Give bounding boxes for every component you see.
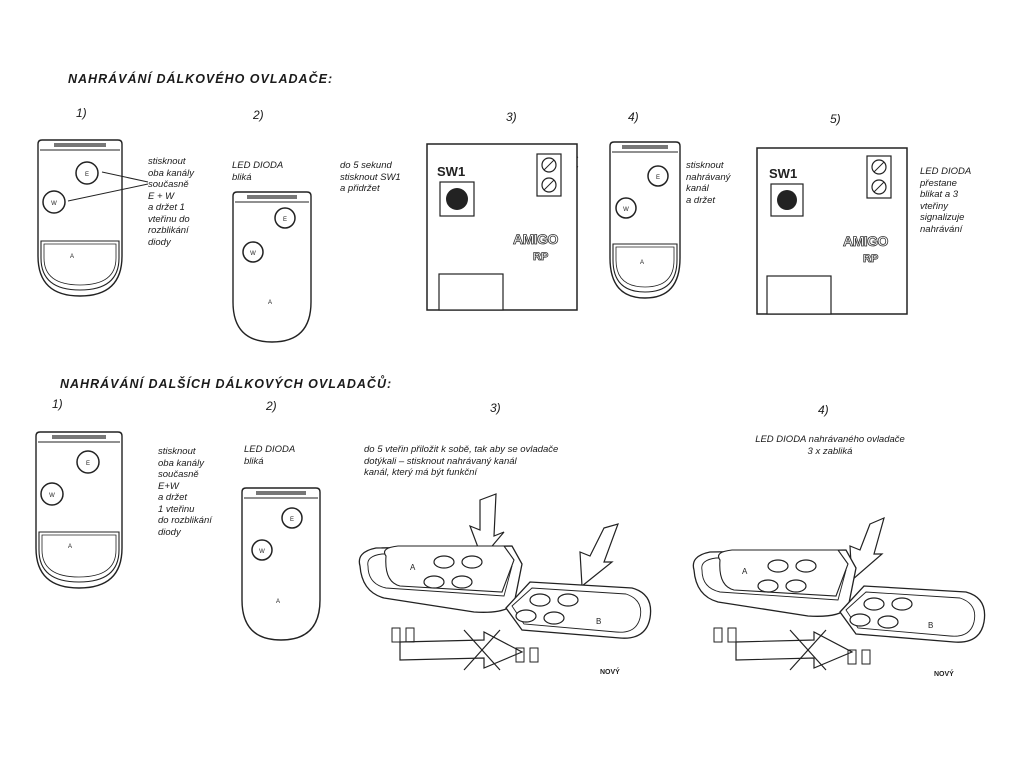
s1-remote-1-a-label: A: [70, 254, 74, 260]
s1-remote-4-a-label: A: [640, 260, 644, 266]
s2-remote-1-a-label: A: [68, 544, 72, 550]
s1-remote-2-w-button: [242, 241, 264, 263]
s1-remote-4-e-label: E: [656, 175, 660, 181]
s1-remote-1: E W A: [36, 138, 126, 309]
s2-step2-instruction: LED DIODA bliká: [244, 444, 296, 467]
s2-remote-2-e-label: E: [290, 517, 294, 523]
s1-receiver-3-brand: AMIGO: [513, 231, 559, 247]
s1-receiver-3-sw1-label: SW1: [437, 164, 465, 179]
s2-remote-pair-4: A B NOVÝ: [688, 512, 988, 697]
s2-remote-pair-4-drawing: A B NOVÝ: [692, 516, 986, 678]
s1-step2-instruction: LED DIODA bliká: [232, 160, 284, 183]
s2-remote-pair-3-drawing: A B NOVÝ: [358, 493, 652, 676]
s1-step1-instruction: stisknout oba kanály současně E + W a dr…: [148, 156, 194, 248]
s2-remote-1-e-button: [76, 450, 100, 474]
s1-receiver-3: SW1 AMIGO RP: [425, 142, 581, 319]
s2-remote-1: E W A: [34, 430, 126, 601]
s2-pair-3-key-b: B: [596, 617, 601, 626]
s1-step4-instruction: stisknout nahrávaný kanál a držet: [686, 160, 731, 206]
s2-pair-3-novy-label: NOVÝ: [600, 667, 620, 676]
s1-step2-number: 2): [253, 108, 264, 122]
s2-remote-2-e-button: [281, 507, 303, 529]
s2-step2-number: 2): [266, 399, 277, 413]
s2-step1-instruction: stisknout oba kanály současně E+W a drže…: [158, 446, 212, 538]
s2-step3-number: 3): [490, 401, 501, 415]
s1-step5-instruction: LED DIODA přestane blikat a 3 vteřiny si…: [920, 166, 972, 235]
s1-remote-4-e-button: [647, 165, 669, 187]
s2-remote-2: E W A: [240, 486, 324, 653]
s1-step4-number: 4): [628, 110, 639, 124]
s1-receiver-3-drawing: SW1 AMIGO RP: [426, 143, 578, 311]
s2-remote-1-w-button: [40, 482, 64, 506]
s1-step3-instruction: do 5 sekund stisknout SW1 a přidržet: [340, 160, 401, 194]
s2-step3-instruction: do 5 vteřin přiložit k sobě, tak aby se …: [364, 444, 559, 478]
s1-remote-2-e-button: [274, 207, 296, 229]
s2-step4-number: 4): [818, 403, 829, 417]
s1-remote-1-e-label: E: [85, 172, 89, 178]
s1-remote-1-e-button: [75, 161, 99, 185]
s1-remote-1-drawing: E W A: [37, 139, 123, 297]
s2-pair-4-key-b: B: [928, 621, 933, 630]
s1-remote-4-w-button: [615, 197, 637, 219]
s2-pair-3-transfer-arrow: [399, 631, 524, 669]
s2-remote-1-e-label: E: [86, 461, 90, 467]
s2-remote-2-drawing: E W A: [241, 487, 321, 641]
s1-step5-number: 5): [830, 112, 841, 126]
s2-pair-4-novy-label: NOVÝ: [934, 669, 954, 678]
s1-remote-1-w-label: W: [51, 201, 57, 207]
section1-heading: NAHRÁVÁNÍ DÁLKOVÉHO OVLADAČE:: [68, 72, 334, 86]
s2-pair-3-arrow-left: [468, 493, 505, 560]
s1-remote-2-a-label: A: [268, 300, 272, 306]
s1-remote-4-w-label: W: [623, 207, 629, 213]
section2-heading: NAHRÁVÁNÍ DALŠÍCH DÁLKOVÝCH OVLADAČŮ:: [60, 377, 393, 391]
s2-remote-2-w-label: W: [259, 549, 265, 555]
s1-remote-2-e-label: E: [283, 217, 287, 223]
s1-receiver-5: SW1 AMIGO RP: [755, 146, 911, 323]
s2-pair-4-key-a: A: [742, 567, 748, 576]
s2-remote-2-w-button: [251, 539, 273, 561]
s1-remote-1-w-button: [42, 190, 66, 214]
s1-receiver-5-drawing: SW1 AMIGO RP: [756, 147, 908, 315]
s2-remote-2-a-label: A: [276, 599, 280, 605]
s1-remote-4-drawing: E W A: [609, 141, 681, 299]
s1-remote-4: E W A: [608, 140, 684, 309]
s1-receiver-5-model: RP: [863, 253, 878, 265]
s2-pair-3-key-a: A: [410, 563, 416, 572]
s2-pair-3-arrow-right: [579, 523, 619, 588]
s1-step3-number: 3): [506, 110, 517, 124]
s1-step1-number: 1): [76, 106, 87, 120]
s1-receiver-5-sw1-label: SW1: [769, 166, 797, 181]
s1-receiver-3-model: RP: [533, 251, 548, 263]
s2-remote-pair-3: A B NOVÝ: [354, 488, 654, 693]
s2-pair-4-arrow: [849, 516, 885, 582]
s2-remote-1-w-label: W: [49, 493, 55, 499]
s1-remote-2-w-label: W: [250, 251, 256, 257]
s1-remote-2: E W A: [231, 190, 315, 355]
s2-step4-instruction: LED DIODA nahrávaného ovladače 3 x zabli…: [755, 434, 905, 457]
s2-step1-number: 1): [52, 397, 63, 411]
s2-pair-4-transfer-arrow: [735, 631, 854, 669]
s1-remote-2-drawing: E W A: [232, 191, 312, 343]
s2-remote-1-drawing: E W A: [35, 431, 123, 589]
s1-receiver-5-brand: AMIGO: [843, 233, 889, 249]
